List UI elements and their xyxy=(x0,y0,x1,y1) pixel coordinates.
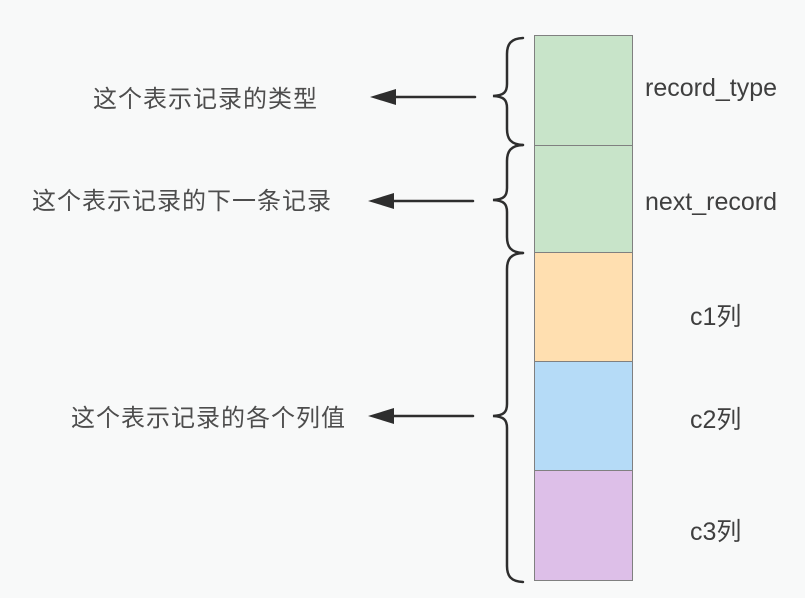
annotation-columns: 这个表示记录的各个列值 xyxy=(71,405,346,432)
label-c2: c2列 xyxy=(690,406,742,434)
block-c1 xyxy=(535,253,632,362)
annotation-next-record: 这个表示记录的下一条记录 xyxy=(32,188,332,215)
label-c3: c3列 xyxy=(690,518,742,546)
arrow-record-type-icon xyxy=(370,89,477,105)
block-c3 xyxy=(535,471,632,580)
brace-columns-icon xyxy=(492,251,525,584)
block-record-type xyxy=(535,36,632,146)
annotation-record-type: 这个表示记录的类型 xyxy=(93,86,318,113)
brace-next-record-icon xyxy=(492,143,525,255)
arrow-next-record-icon xyxy=(368,193,475,209)
label-next-record: next_record xyxy=(645,188,778,216)
record-block-column xyxy=(534,35,633,581)
brace-record-type-icon xyxy=(492,36,525,147)
block-c2 xyxy=(535,362,632,471)
block-next-record xyxy=(535,146,632,253)
label-c1: c1列 xyxy=(690,303,742,331)
arrow-columns-icon xyxy=(368,408,475,424)
label-record-type: record_type xyxy=(645,74,778,102)
